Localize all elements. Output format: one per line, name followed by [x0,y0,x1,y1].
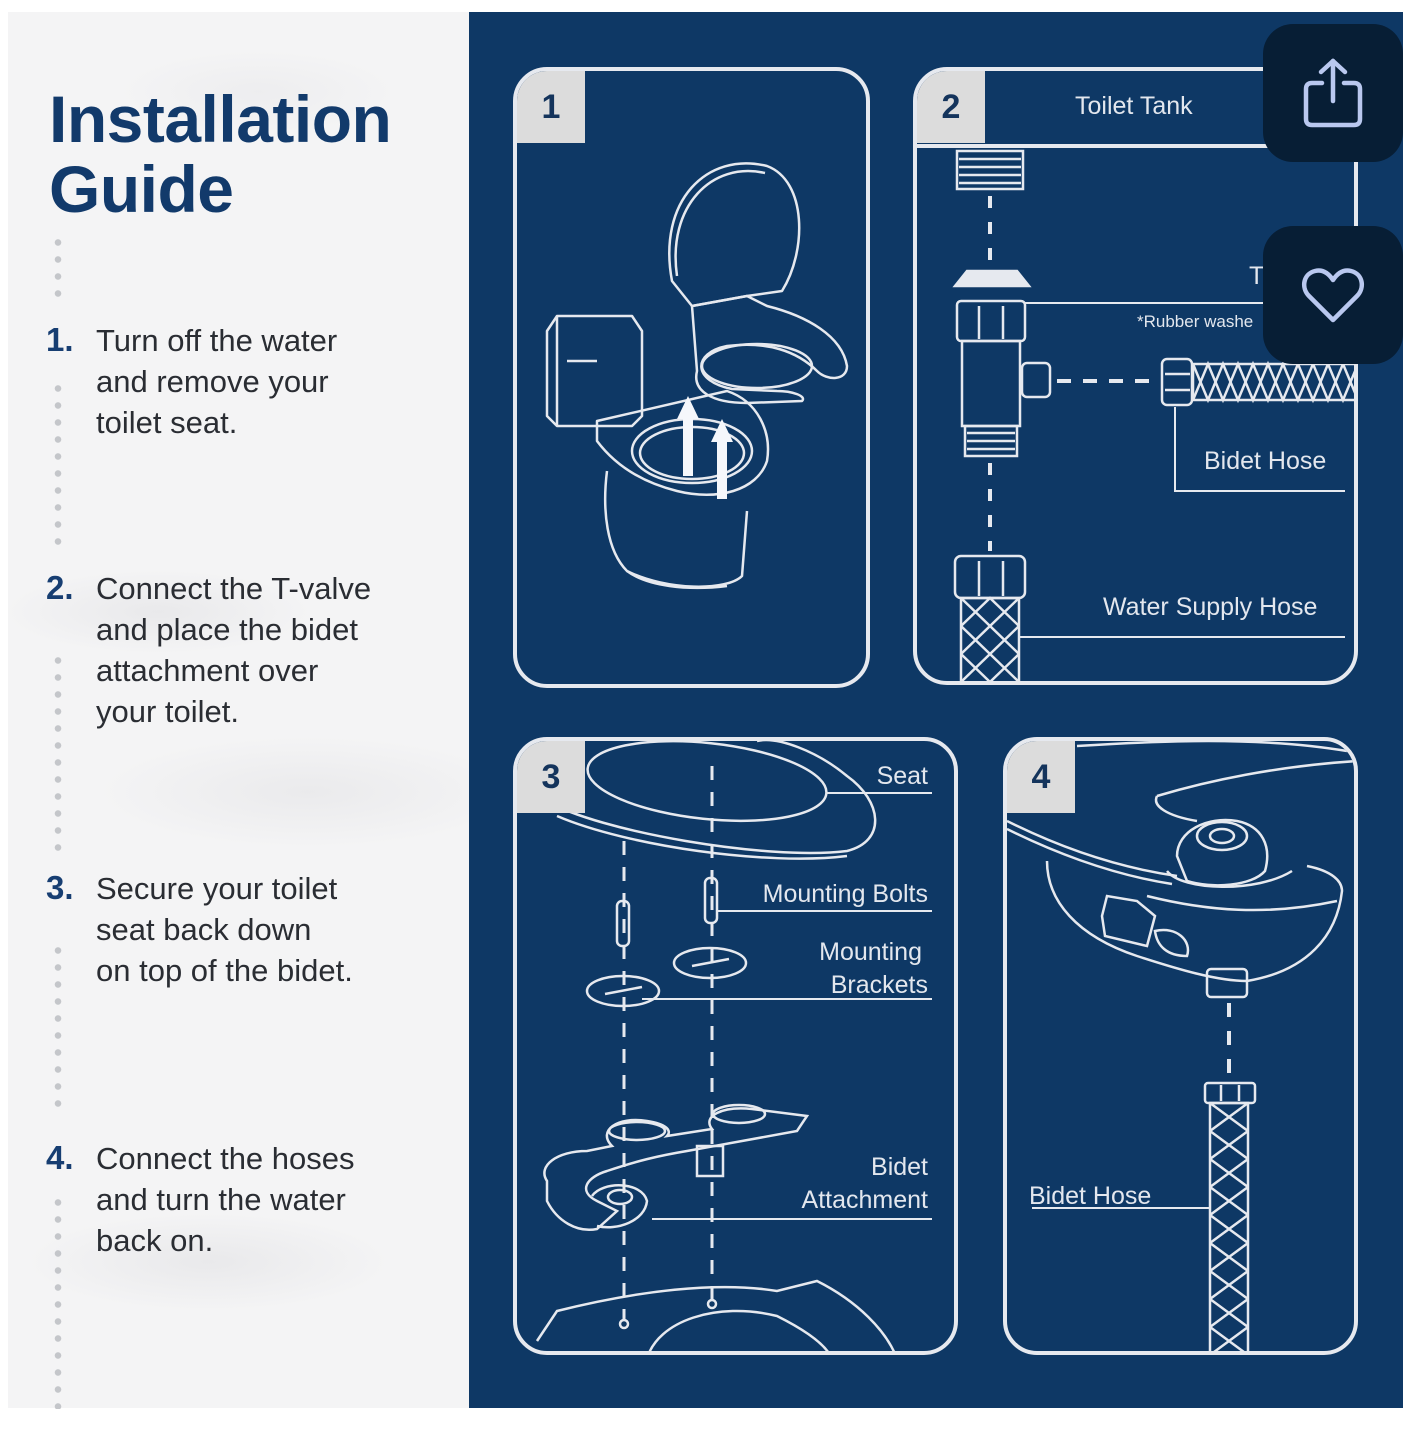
diagram-area: 1 [469,12,1403,1408]
step-text: Connect the T-valve and place the bidet … [96,568,466,732]
step-badge: 3 [517,741,585,813]
label-mounting-brackets-2: Brackets [830,971,928,999]
share-button[interactable] [1263,24,1403,162]
t-valve-connection-illustration [917,144,1354,681]
hose-connection-illustration [1007,741,1354,1351]
step-line: your toilet. [96,694,240,729]
share-icon [1303,58,1363,128]
step-line: Secure your toilet [96,871,338,906]
label-t-valve: T [1249,262,1265,290]
step-line: Connect the T-valve [96,571,372,606]
page-title: Installation Guide [49,82,392,226]
label-bidet-attachment-2: Attachment [801,1186,928,1214]
title-line-1: Installation [49,82,392,156]
label-toilet-tank: Toilet Tank [1075,92,1193,120]
dotted-divider [54,1194,62,1409]
panel-step-4: 4 Bidet Hose [1003,737,1358,1355]
label-mounting-brackets: Mounting [819,938,922,966]
dotted-divider [54,942,62,1117]
favorite-button[interactable] [1263,226,1403,364]
heart-icon [1301,268,1365,323]
instructions-column: Installation Guide 1. Turn off the water… [8,12,469,1409]
step-line: back on. [96,1223,214,1258]
step-badge: 2 [917,71,985,143]
label-mounting-bolts: Mounting Bolts [762,880,928,908]
step-number: 3. [46,869,74,906]
step-number: 1. [46,321,74,358]
dotted-divider [54,234,62,300]
panel-step-3: 3 Seat Mounting Bolts Mounting Brackets … [513,737,958,1355]
dotted-divider [54,380,62,555]
label-water-supply-hose: Water Supply Hose [1103,593,1318,621]
step-line: and place the bidet [96,612,358,647]
step-number: 4. [46,1139,74,1176]
step-line: Connect the hoses [96,1141,355,1176]
label-bidet-attachment: Bidet [871,1153,928,1181]
step-badge: 1 [517,71,585,143]
panel-step-2: 2 [913,67,1358,685]
step-text: Connect the hoses and turn the water bac… [96,1138,466,1261]
step-text: Turn off the water and remove your toile… [96,320,466,443]
step-badge: 4 [1007,741,1075,813]
step-line: Turn off the water [96,323,338,358]
label-rubber-washer: *Rubber washe [1137,312,1254,331]
step-line: seat back down [96,912,312,947]
label-bidet-hose: Bidet Hose [1204,447,1327,475]
step-line: toilet seat. [96,405,238,440]
toilet-seat-removal-illustration [545,162,849,590]
panel-step-1: 1 [513,67,870,688]
step-line: on top of the bidet. [96,953,353,988]
seat-mounting-illustration [535,741,932,1351]
step-line: and remove your [96,364,329,399]
dotted-divider [54,652,62,852]
step-number: 2. [46,569,74,606]
step-line: attachment over [96,653,319,688]
step-line: and turn the water [96,1182,346,1217]
step-text: Secure your toilet seat back down on top… [96,868,466,991]
label-seat: Seat [876,762,928,790]
title-line-2: Guide [49,152,234,226]
label-bidet-hose: Bidet Hose [1029,1182,1152,1210]
